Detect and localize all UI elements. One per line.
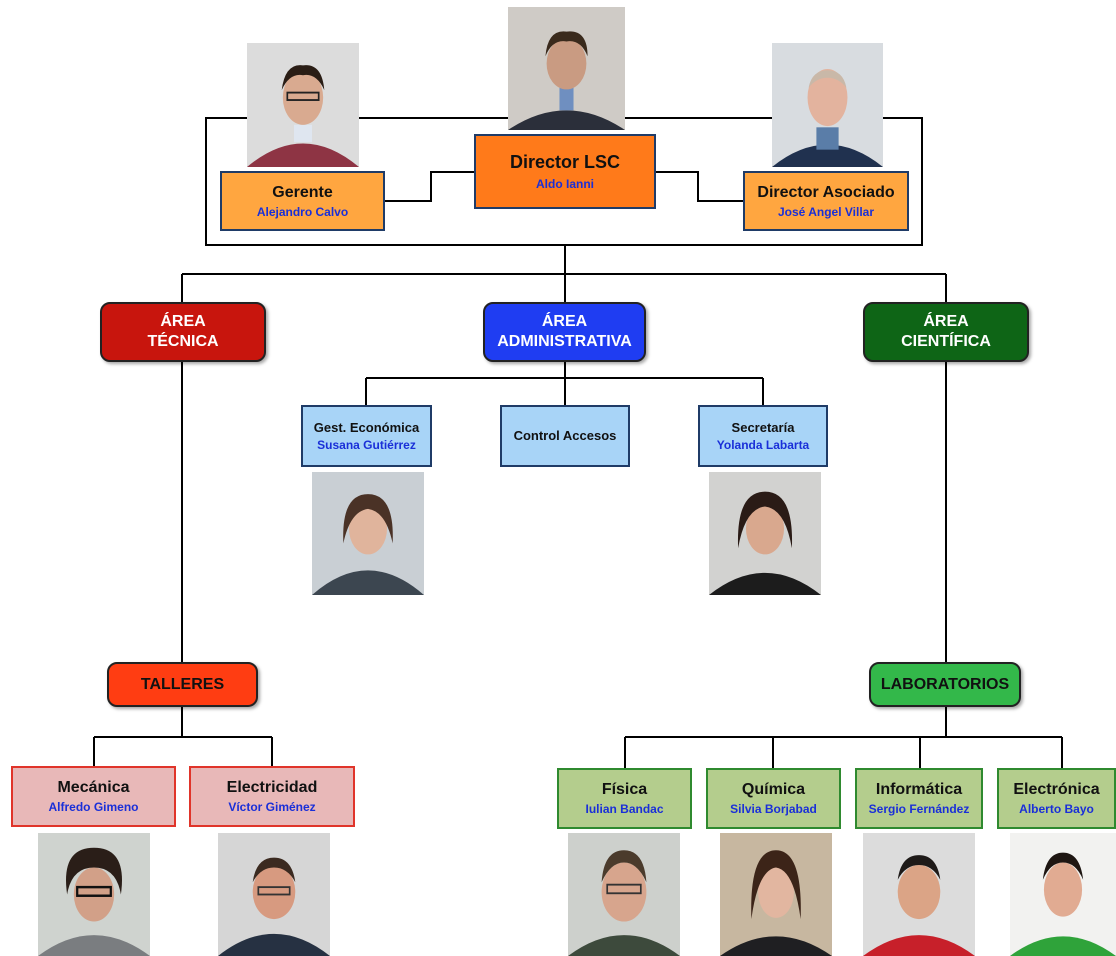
- photo-director: [508, 7, 625, 130]
- electronica-name: Alberto Bayo: [1019, 802, 1094, 817]
- fisica-name: Iulian Bandac: [585, 802, 664, 817]
- area-tecnica-line2: TÉCNICA: [147, 333, 219, 350]
- photo-electricidad: [218, 833, 330, 956]
- line-gerente-director: [385, 171, 474, 202]
- asociado-box: Director Asociado José Angel Villar: [743, 171, 909, 231]
- secretaria-title: Secretaría: [731, 419, 795, 435]
- area-cientifica-box: ÁREA CIENTÍFICA: [863, 302, 1029, 362]
- gest-economica-name: Susana Gutiérrez: [317, 438, 416, 453]
- gest-economica-box: Gest. Económica Susana Gutiérrez: [301, 405, 432, 467]
- director-title: Director LSC: [509, 152, 621, 172]
- photo-fisica: [568, 833, 680, 956]
- area-administrativa-line2: ADMINISTRATIVA: [497, 333, 632, 350]
- talleres-label: TALLERES: [140, 675, 225, 693]
- secretaria-name: Yolanda Labarta: [716, 438, 810, 453]
- laboratorios-box: LABORATORIOS: [869, 662, 1021, 707]
- mecanica-box: Mecánica Alfredo Gimeno: [11, 766, 176, 827]
- photo-secretaria: [709, 472, 821, 595]
- area-administrativa-line1: ÁREA: [541, 313, 588, 330]
- mecanica-title: Mecánica: [57, 779, 130, 797]
- control-accesos-box: Control Accesos: [500, 405, 630, 467]
- electricidad-name: Víctor Giménez: [228, 800, 316, 815]
- area-cientifica-line2: CIENTÍFICA: [901, 333, 991, 350]
- electronica-title: Electrónica: [1013, 781, 1100, 799]
- quimica-title: Química: [741, 781, 806, 799]
- gerente-name: Alejandro Calvo: [256, 204, 349, 219]
- photo-asociado: [772, 43, 883, 167]
- control-accesos-title: Control Accesos: [513, 428, 617, 444]
- director-name: Aldo Ianni: [536, 176, 594, 191]
- informatica-title: Informática: [875, 781, 963, 799]
- quimica-name: Silvia Borjabad: [730, 802, 817, 817]
- secretaria-box: Secretaría Yolanda Labarta: [698, 405, 828, 467]
- director-box: Director LSC Aldo Ianni: [474, 134, 656, 209]
- line-director-asociado: [656, 171, 743, 202]
- fisica-title: Física: [601, 781, 648, 799]
- photo-informatica: [863, 833, 975, 956]
- asociado-title: Director Asociado: [757, 183, 895, 201]
- fisica-box: Física Iulian Bandac: [557, 768, 692, 829]
- electronica-box: Electrónica Alberto Bayo: [997, 768, 1116, 829]
- gerente-box: Gerente Alejandro Calvo: [220, 171, 385, 231]
- area-cientifica-line1: ÁREA: [923, 313, 969, 330]
- photo-gest-economica: [312, 472, 424, 595]
- laboratorios-label: LABORATORIOS: [880, 675, 1010, 693]
- mecanica-name: Alfredo Gimeno: [48, 800, 139, 815]
- informatica-name: Sergio Fernández: [868, 802, 970, 817]
- talleres-box: TALLERES: [107, 662, 258, 707]
- gest-economica-title: Gest. Económica: [313, 419, 420, 435]
- asociado-name: José Angel Villar: [777, 204, 875, 219]
- electricidad-box: Electricidad Víctor Giménez: [189, 766, 355, 827]
- photo-electronica: [1010, 833, 1116, 956]
- area-tecnica-line1: ÁREA: [160, 313, 206, 330]
- quimica-box: Química Silvia Borjabad: [706, 768, 841, 829]
- photo-mecanica: [38, 833, 150, 956]
- gerente-title: Gerente: [272, 183, 333, 201]
- area-administrativa-box: ÁREA ADMINISTRATIVA: [483, 302, 646, 362]
- area-tecnica-box: ÁREA TÉCNICA: [100, 302, 266, 362]
- photo-gerente: [247, 43, 359, 167]
- photo-quimica: [720, 833, 832, 956]
- informatica-box: Informática Sergio Fernández: [855, 768, 983, 829]
- electricidad-title: Electricidad: [226, 779, 318, 797]
